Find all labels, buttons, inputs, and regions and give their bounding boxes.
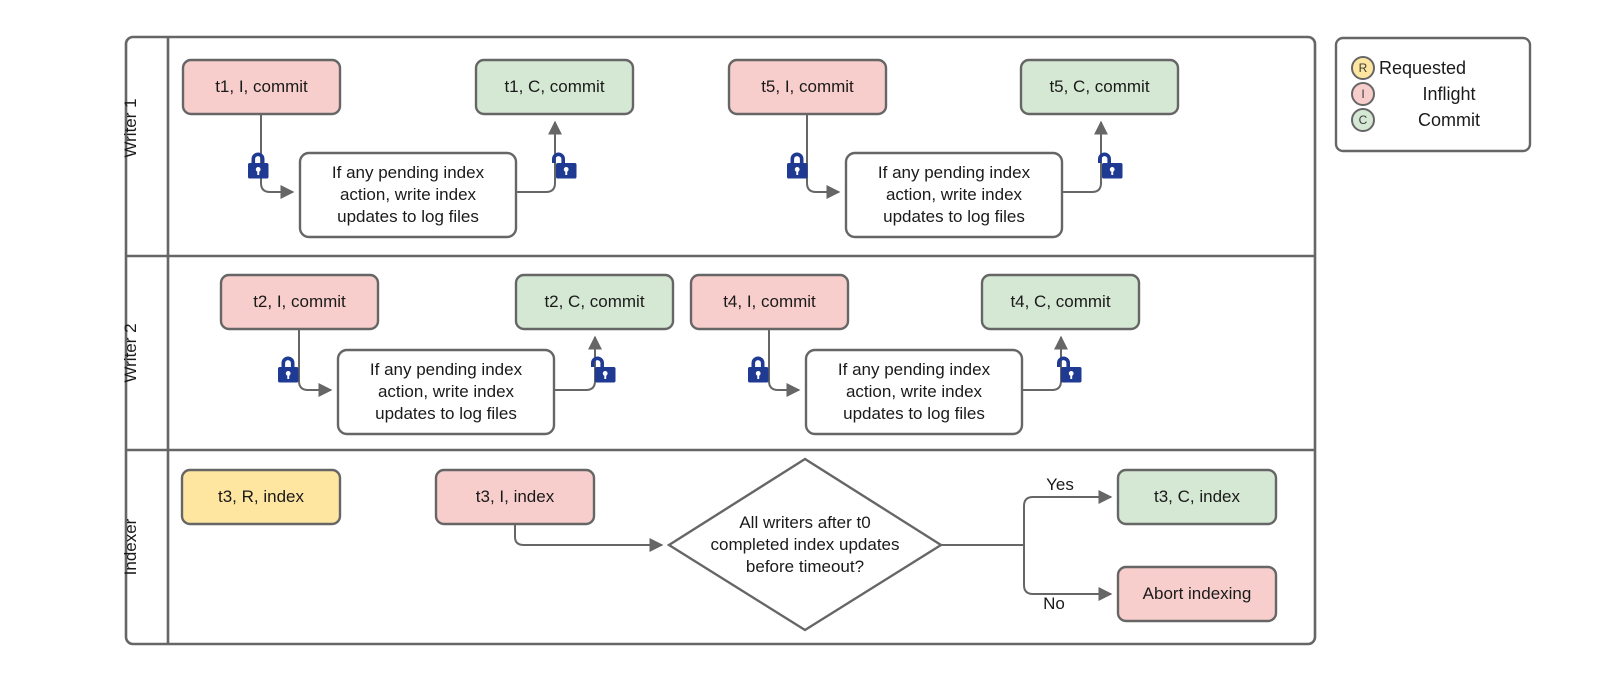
edge-ix-inflight-to-decision: [514, 524, 664, 552]
lane-label-writer1: Writer 1: [116, 48, 146, 208]
node-label-w2-t4-commit[interactable]: t4, C, commit: [1010, 292, 1111, 312]
lane-writer2-edges: [298, 329, 1068, 397]
lock-icon-w1-unlock-b: [1098, 152, 1123, 179]
lane-writer1-nodes: [181, 58, 1180, 239]
lane-label-writer2: Writer 2: [116, 273, 146, 433]
node-ix-abort[interactable]: [1116, 565, 1278, 623]
node-label-ix-decision[interactable]: All writers after t0 completed index upd…: [710, 513, 900, 576]
lane-label-writer1-text: Writer 1: [121, 98, 140, 158]
edge-label-yes: Yes: [1046, 475, 1074, 494]
edge-label-no: No: [1043, 594, 1065, 613]
node-label-w2-t2-commit[interactable]: t2, C, commit: [544, 292, 645, 312]
node-w1-t5-commit[interactable]: [1019, 58, 1180, 116]
node-label-w1-process-a[interactable]: If any pending index action, write index…: [331, 163, 485, 226]
node-label-w2-process-b[interactable]: If any pending index action, write index…: [837, 360, 991, 423]
lane-indexer-nodes: [180, 457, 1278, 632]
legend-badge-inflight: [1351, 82, 1375, 106]
node-label-ix-t3-inflight[interactable]: t3, I, index: [475, 487, 555, 507]
lane-indexer-edges: [514, 490, 1113, 601]
edge-w1-t5-to-process: [806, 114, 841, 199]
legend-label-inflight: Inflight: [1422, 83, 1476, 104]
lane-writer2-nodes: [219, 273, 1141, 436]
lock-icon-w2-lock-b: [748, 356, 769, 383]
edge-w2-t2-to-process: [298, 329, 333, 397]
node-ix-t3-commit[interactable]: [1116, 468, 1278, 526]
node-w2-t4-commit[interactable]: [980, 273, 1141, 331]
node-label-w1-process-b[interactable]: If any pending index action, write index…: [877, 163, 1031, 226]
edge-w2-process-to-commit: [554, 335, 602, 391]
node-label-w1-t1-inflight[interactable]: t1, I, commit: [215, 77, 308, 97]
node-w1-process-a[interactable]: [298, 151, 518, 239]
node-label-ix-t3-commit[interactable]: t3, C, index: [1154, 487, 1240, 507]
lock-icon-w1-unlock-a: [552, 152, 577, 179]
legend-badge-commit: [1351, 108, 1375, 132]
legend-badge-requested: [1351, 56, 1375, 80]
edge-w1-t1-to-process: [260, 114, 295, 199]
node-w1-process-b[interactable]: [844, 151, 1064, 239]
node-w2-t2-commit[interactable]: [514, 273, 675, 331]
lane-label-indexer-text: Indexer: [121, 518, 140, 576]
node-label-w2-t4-inflight[interactable]: t4, I, commit: [723, 292, 816, 312]
lock-icon-w1-lock-a: [248, 152, 269, 179]
node-label-w1-t5-commit[interactable]: t5, C, commit: [1049, 77, 1150, 97]
lane-label-writer2-text: Writer 2: [121, 323, 140, 383]
node-label-w2-t2-inflight[interactable]: t2, I, commit: [253, 292, 346, 312]
node-w1-t1-commit[interactable]: [474, 58, 635, 116]
edge-w2-t4-to-process: [768, 329, 801, 397]
edge-ix-no: [1023, 545, 1113, 601]
node-ix-t3-requested[interactable]: [180, 468, 342, 526]
lock-icon-w1-lock-b: [787, 152, 808, 179]
legend-label-commit: Commit: [1418, 109, 1480, 130]
edge-ix-yes: [1023, 490, 1113, 545]
node-label-w1-t5-inflight[interactable]: t5, I, commit: [761, 77, 854, 97]
lock-icon-w2-lock-a: [278, 356, 299, 383]
node-ix-decision[interactable]: [666, 457, 944, 632]
edge-w1-process-to-commit: [516, 120, 562, 193]
node-label-ix-abort[interactable]: Abort indexing: [1142, 584, 1252, 604]
legend-badge-letter-r: R: [1358, 61, 1368, 75]
lock-icon-w2-unlock-b: [1057, 356, 1082, 383]
node-w2-process-a[interactable]: [336, 348, 556, 436]
lane-writer1-edges: [260, 114, 1108, 199]
legend-badge-letter-i: I: [1361, 87, 1365, 101]
legend-badge-letter-c: C: [1358, 113, 1368, 127]
legend-frame: [1334, 36, 1532, 153]
node-label-ix-t3-requested[interactable]: t3, R, index: [218, 487, 304, 507]
edge-w1-process-to-commit-b: [1062, 120, 1108, 193]
node-w2-process-b[interactable]: [804, 348, 1024, 436]
node-label-w2-process-a[interactable]: If any pending index action, write index…: [369, 360, 523, 423]
legend-label-requested: Requested: [1379, 57, 1467, 78]
node-label-w1-t1-commit[interactable]: t1, C, commit: [504, 77, 605, 97]
edge-w2-process-to-commit-b: [1022, 335, 1068, 391]
lane-label-indexer: Indexer: [116, 467, 146, 627]
lock-icon-w2-unlock-a: [591, 356, 616, 383]
